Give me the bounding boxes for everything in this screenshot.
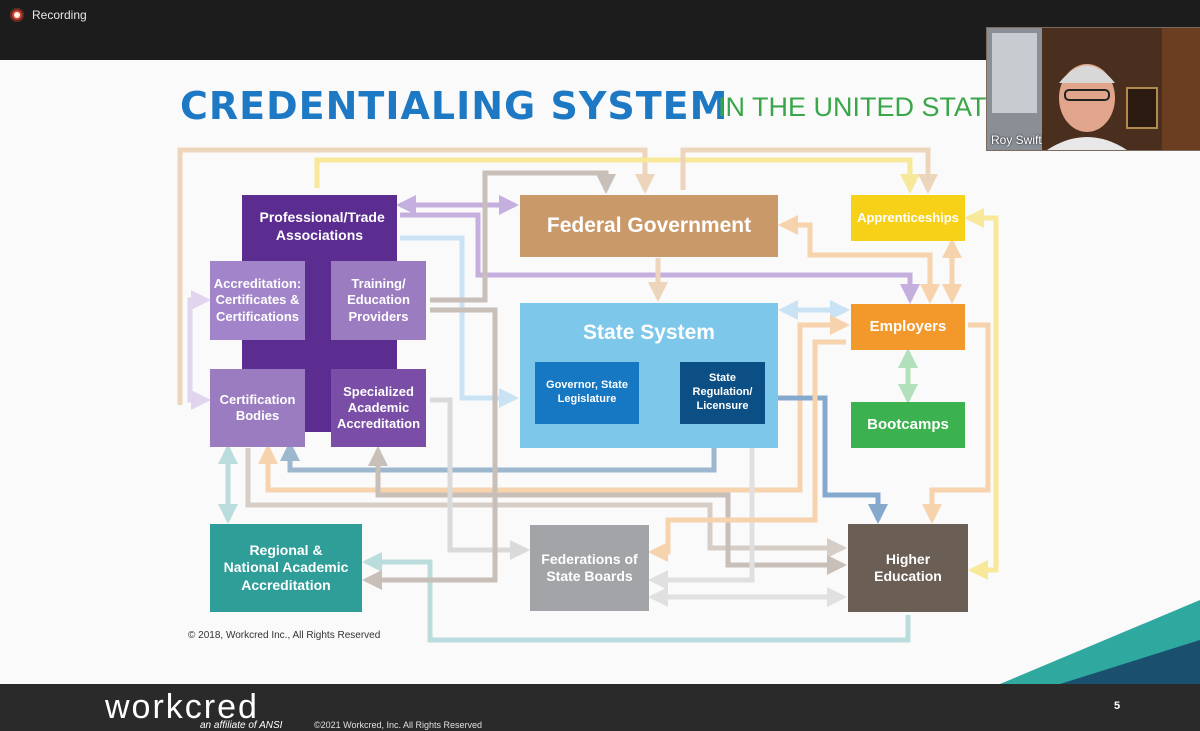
recording-label: Recording	[32, 8, 87, 22]
arrow-apprentice-higher	[964, 208, 999, 580]
slide-copyright: © 2018, Workcred Inc., All Rights Reserv…	[188, 630, 381, 641]
slide-subtitle: IN THE UNITED STATES	[718, 92, 1023, 122]
arrow-training-regional	[362, 307, 498, 590]
participant-video-image	[987, 28, 1200, 150]
bootcamps-box: Bootcamps	[851, 402, 965, 448]
regional-accreditation-box: Regional & National Academic Accreditati…	[210, 524, 362, 612]
certification-bodies-label: Certification Bodies	[219, 391, 296, 423]
state-regulation-label: State Regulation/ Licensure	[692, 372, 753, 412]
recording-indicator[interactable]: Recording	[10, 8, 87, 22]
logo-affiliate: an affiliate of ANSI	[200, 720, 283, 731]
arrow-training-federal	[430, 170, 616, 303]
participant-name: Roy Swift	[991, 133, 1042, 147]
arrow-higher-regional	[362, 552, 911, 643]
arrow-specialized-higher	[368, 446, 847, 575]
specialized-accreditation-box: Specialized Academic Accreditation	[331, 369, 426, 447]
presentation-slide: CREDENTIALING SYSTEM IN THE UNITED STATE…	[0, 60, 1200, 684]
apprenticeships-box: Apprenticeships	[851, 195, 965, 241]
footer-copyright: ©2021 Workcred, Inc. All Rights Reserved	[314, 720, 483, 730]
specialized-accreditation-label: Specialized Academic Accreditation	[336, 383, 421, 432]
arrow-prof-apprentice	[314, 157, 920, 194]
regional-accreditation-label: Regional & National Academic Accreditati…	[223, 541, 349, 593]
recording-icon	[10, 8, 24, 22]
federal-government-box: Federal Government	[520, 195, 778, 257]
arrow-acc-cert	[187, 290, 211, 410]
participant-video-tile[interactable]: Roy Swift	[986, 27, 1200, 151]
federal-government-label: Federal Government	[546, 213, 752, 237]
certification-bodies-box: Certification Bodies	[210, 369, 305, 447]
accreditation-certificates-label: Accreditation: Certificates & Certificat…	[213, 276, 302, 324]
training-providers-label: Training/ Education Providers	[347, 276, 410, 324]
arrow-regulation-higher	[765, 395, 888, 524]
higher-education-box: Higher Education	[848, 524, 968, 612]
page-number: 5	[1114, 700, 1121, 712]
accreditation-certificates-box: Accreditation: Certificates & Certificat…	[210, 261, 305, 340]
state-regulation-box: State Regulation/ Licensure	[680, 362, 765, 424]
training-providers-box: Training/ Education Providers	[331, 261, 426, 340]
governor-legislature-label: Governor, State Legislature	[546, 379, 628, 405]
apprenticeships-label: Apprenticeships	[857, 209, 959, 225]
arrow-federal-apprentice	[680, 147, 938, 194]
professional-associations-label: Professional/Trade Associations	[259, 209, 385, 243]
arrow-specialized-federations	[430, 397, 530, 560]
federations-box: Federations of State Boards	[530, 525, 649, 611]
employers-label: Employers	[869, 317, 947, 335]
employers-box: Employers	[851, 304, 965, 350]
arrow-federal-employers	[778, 215, 940, 304]
arrow-cert-federal	[177, 147, 655, 405]
slide-footer	[0, 684, 1200, 731]
federations-label: Federations of State Boards	[541, 550, 638, 585]
state-system-label: State System	[583, 321, 715, 344]
bootcamps-label: Bootcamps	[867, 415, 949, 433]
arrow-employers-federations	[648, 339, 846, 562]
governor-legislature-box: Governor, State Legislature	[535, 362, 639, 424]
arrow-regulation-federations	[648, 435, 755, 590]
slide-title: CREDENTIALING SYSTEM	[180, 84, 729, 128]
higher-education-label: Higher Education	[874, 550, 942, 585]
workcred-logo: workcred	[105, 688, 259, 726]
